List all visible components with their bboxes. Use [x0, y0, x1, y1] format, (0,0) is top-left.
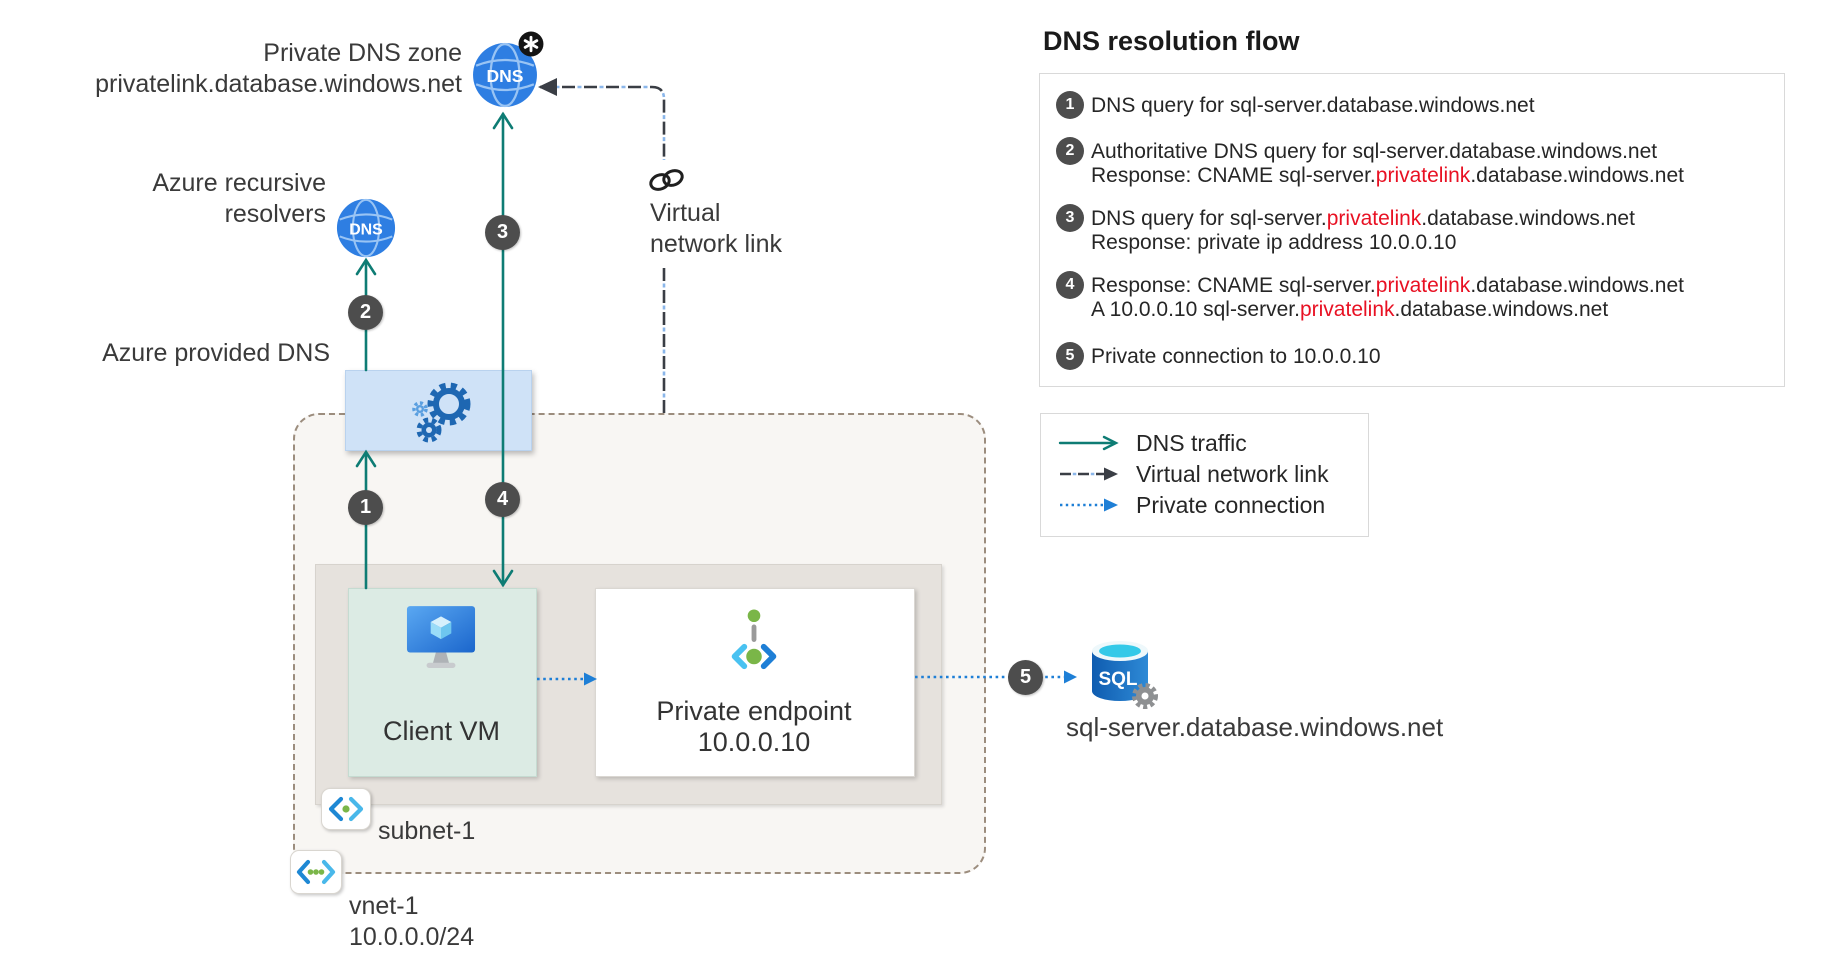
svg-text:DNS: DNS — [487, 66, 524, 86]
legend-row-virtual-network-link: Virtual network link — [1058, 459, 1329, 489]
recursive-resolvers-label: Azure recursive resolvers — [152, 168, 326, 230]
flow-step-text-1: DNS query for sql-server.database.window… — [1091, 94, 1535, 117]
vnet-icon — [290, 850, 342, 894]
dns-resolution-flow-panel: 1 DNS query for sql-server.database.windo… — [1039, 73, 1785, 387]
virtual-network-link-arrow-icon — [1060, 467, 1118, 481]
privatelink-highlight: privatelink — [1326, 207, 1422, 230]
dns-traffic-arrow-icon — [1058, 435, 1119, 451]
sql-database-icon: SQL — [1082, 636, 1160, 712]
recursive-resolvers-label-line1: Azure recursive — [152, 169, 326, 197]
privatelink-highlight: privatelink — [1375, 164, 1471, 187]
private-endpoint-icon — [723, 608, 785, 672]
client-vm-label: Client VM — [382, 716, 501, 746]
private-endpoint-label-line2: 10.0.0.10 — [697, 727, 811, 757]
flow-panel-title: DNS resolution flow — [1043, 26, 1300, 56]
step-marker-1: 1 — [348, 490, 383, 525]
svg-text:DNS: DNS — [349, 222, 383, 239]
flow-step-text-2: Authoritative DNS query for sql-server.d… — [1091, 140, 1684, 187]
step-marker-4: 4 — [485, 482, 520, 517]
flow-step-badge-2: 2 — [1056, 137, 1084, 165]
client-vm-icon — [403, 604, 479, 670]
recursive-resolvers-dns-icon: DNS — [336, 198, 396, 258]
step-marker-2: 2 — [348, 295, 383, 330]
vnet-label: vnet-1 10.0.0.0/24 — [349, 891, 474, 953]
private-endpoint-label-line1: Private endpoint — [656, 696, 852, 726]
private-dns-zone-label-line2: privatelink.database.windows.net — [95, 70, 462, 98]
virtual-network-link-label-line2: network link — [650, 230, 782, 258]
svg-text:SQL: SQL — [1098, 669, 1137, 690]
legend-label-virtual-network-link: Virtual network link — [1136, 460, 1329, 487]
private-dns-zone-label-line1: Private DNS zone — [263, 39, 462, 67]
flow-step-text-4: Response: CNAME sql-server.privatelink.d… — [1091, 274, 1684, 321]
recursive-resolvers-label-line2: resolvers — [224, 200, 326, 228]
private-connection-arrow-icon — [1060, 498, 1118, 512]
legend-box: DNS traffic Virtual network link Private… — [1040, 413, 1369, 537]
private-dns-zone-label: Private DNS zone privatelink.database.wi… — [95, 38, 462, 100]
step-marker-5: 5 — [1008, 660, 1043, 695]
legend-row-private-connection: Private connection — [1058, 490, 1325, 520]
virtual-network-link-label: Virtual network link — [650, 198, 782, 260]
legend-label-dns-traffic: DNS traffic — [1136, 429, 1247, 456]
vnet-label-line2: 10.0.0.0/24 — [349, 923, 475, 951]
sql-server-label: sql-server.database.windows.net — [1066, 712, 1444, 742]
flow-step-badge-1: 1 — [1056, 91, 1084, 119]
flow-step-text-5: Private connection to 10.0.0.10 — [1091, 345, 1381, 368]
subnet-label: subnet-1 — [378, 817, 476, 845]
legend-label-private-connection: Private connection — [1136, 491, 1326, 518]
flow-step-badge-3: 3 — [1056, 204, 1084, 232]
subnet-icon — [321, 788, 371, 830]
private-dns-zone-icon: DNS — [472, 42, 538, 108]
azure-provided-dns-label: Azure provided DNS — [102, 339, 330, 367]
flow-step-text-3: DNS query for sql-server.privatelink.dat… — [1091, 207, 1635, 254]
vnet-label-line1: vnet-1 — [349, 892, 419, 920]
flow-step-badge-4: 4 — [1056, 271, 1084, 299]
step-marker-3: 3 — [485, 215, 520, 250]
virtual-network-link-label-line1: Virtual — [650, 199, 721, 227]
private-endpoint-label: Private endpoint 10.0.0.10 — [595, 696, 913, 758]
legend-row-dns-traffic: DNS traffic — [1058, 428, 1247, 458]
link-chain-icon — [646, 166, 688, 196]
flow-step-badge-5: 5 — [1056, 342, 1084, 370]
privatelink-highlight: privatelink — [1299, 298, 1395, 321]
asterisk-badge-icon — [518, 31, 544, 57]
privatelink-highlight: privatelink — [1375, 274, 1471, 297]
dns-gears-icon — [392, 374, 487, 446]
